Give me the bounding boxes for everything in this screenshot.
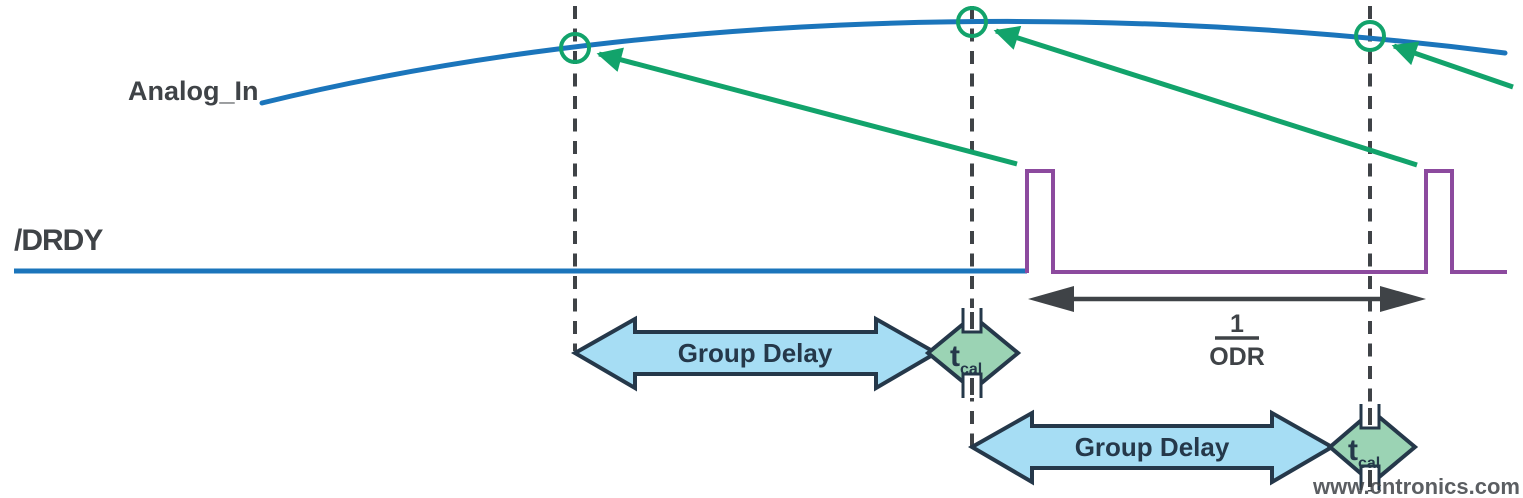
odr-period-arrow	[1028, 286, 1426, 312]
tcal-label-2: tcal	[1348, 434, 1380, 472]
sample-point-marker-3	[1354, 20, 1386, 52]
sample-point-marker-1	[559, 32, 591, 64]
sample-mapping-arrow-2	[993, 25, 1418, 168]
sample-mapping-arrow-3	[1391, 41, 1514, 90]
sample-mapping-arrow-1	[596, 47, 1018, 167]
group-delay-label-2: Group Delay	[1075, 432, 1230, 462]
odr-denominator: ODR	[1209, 343, 1265, 371]
sample-point-marker-2	[956, 6, 988, 38]
drdy-pulse-trace	[1025, 169, 1507, 274]
drdy-label: /DRDY	[14, 224, 103, 257]
odr-arrowhead-right	[1380, 286, 1426, 312]
odr-numerator: 1	[1230, 310, 1244, 338]
odr-period-label: 1 ODR	[1209, 310, 1265, 371]
tcal-diamond-1	[924, 313, 1022, 393]
odr-arrowhead-left	[1028, 286, 1074, 312]
analog-in-label: Analog_In	[128, 76, 259, 106]
watermark: www.cntronics.com	[1312, 474, 1520, 498]
analog-input-curve	[259, 18, 1508, 106]
tcal-diamond-2	[1326, 408, 1419, 486]
tcal-label-1: tcal	[950, 340, 982, 378]
group-delay-label-1: Group Delay	[678, 338, 833, 368]
